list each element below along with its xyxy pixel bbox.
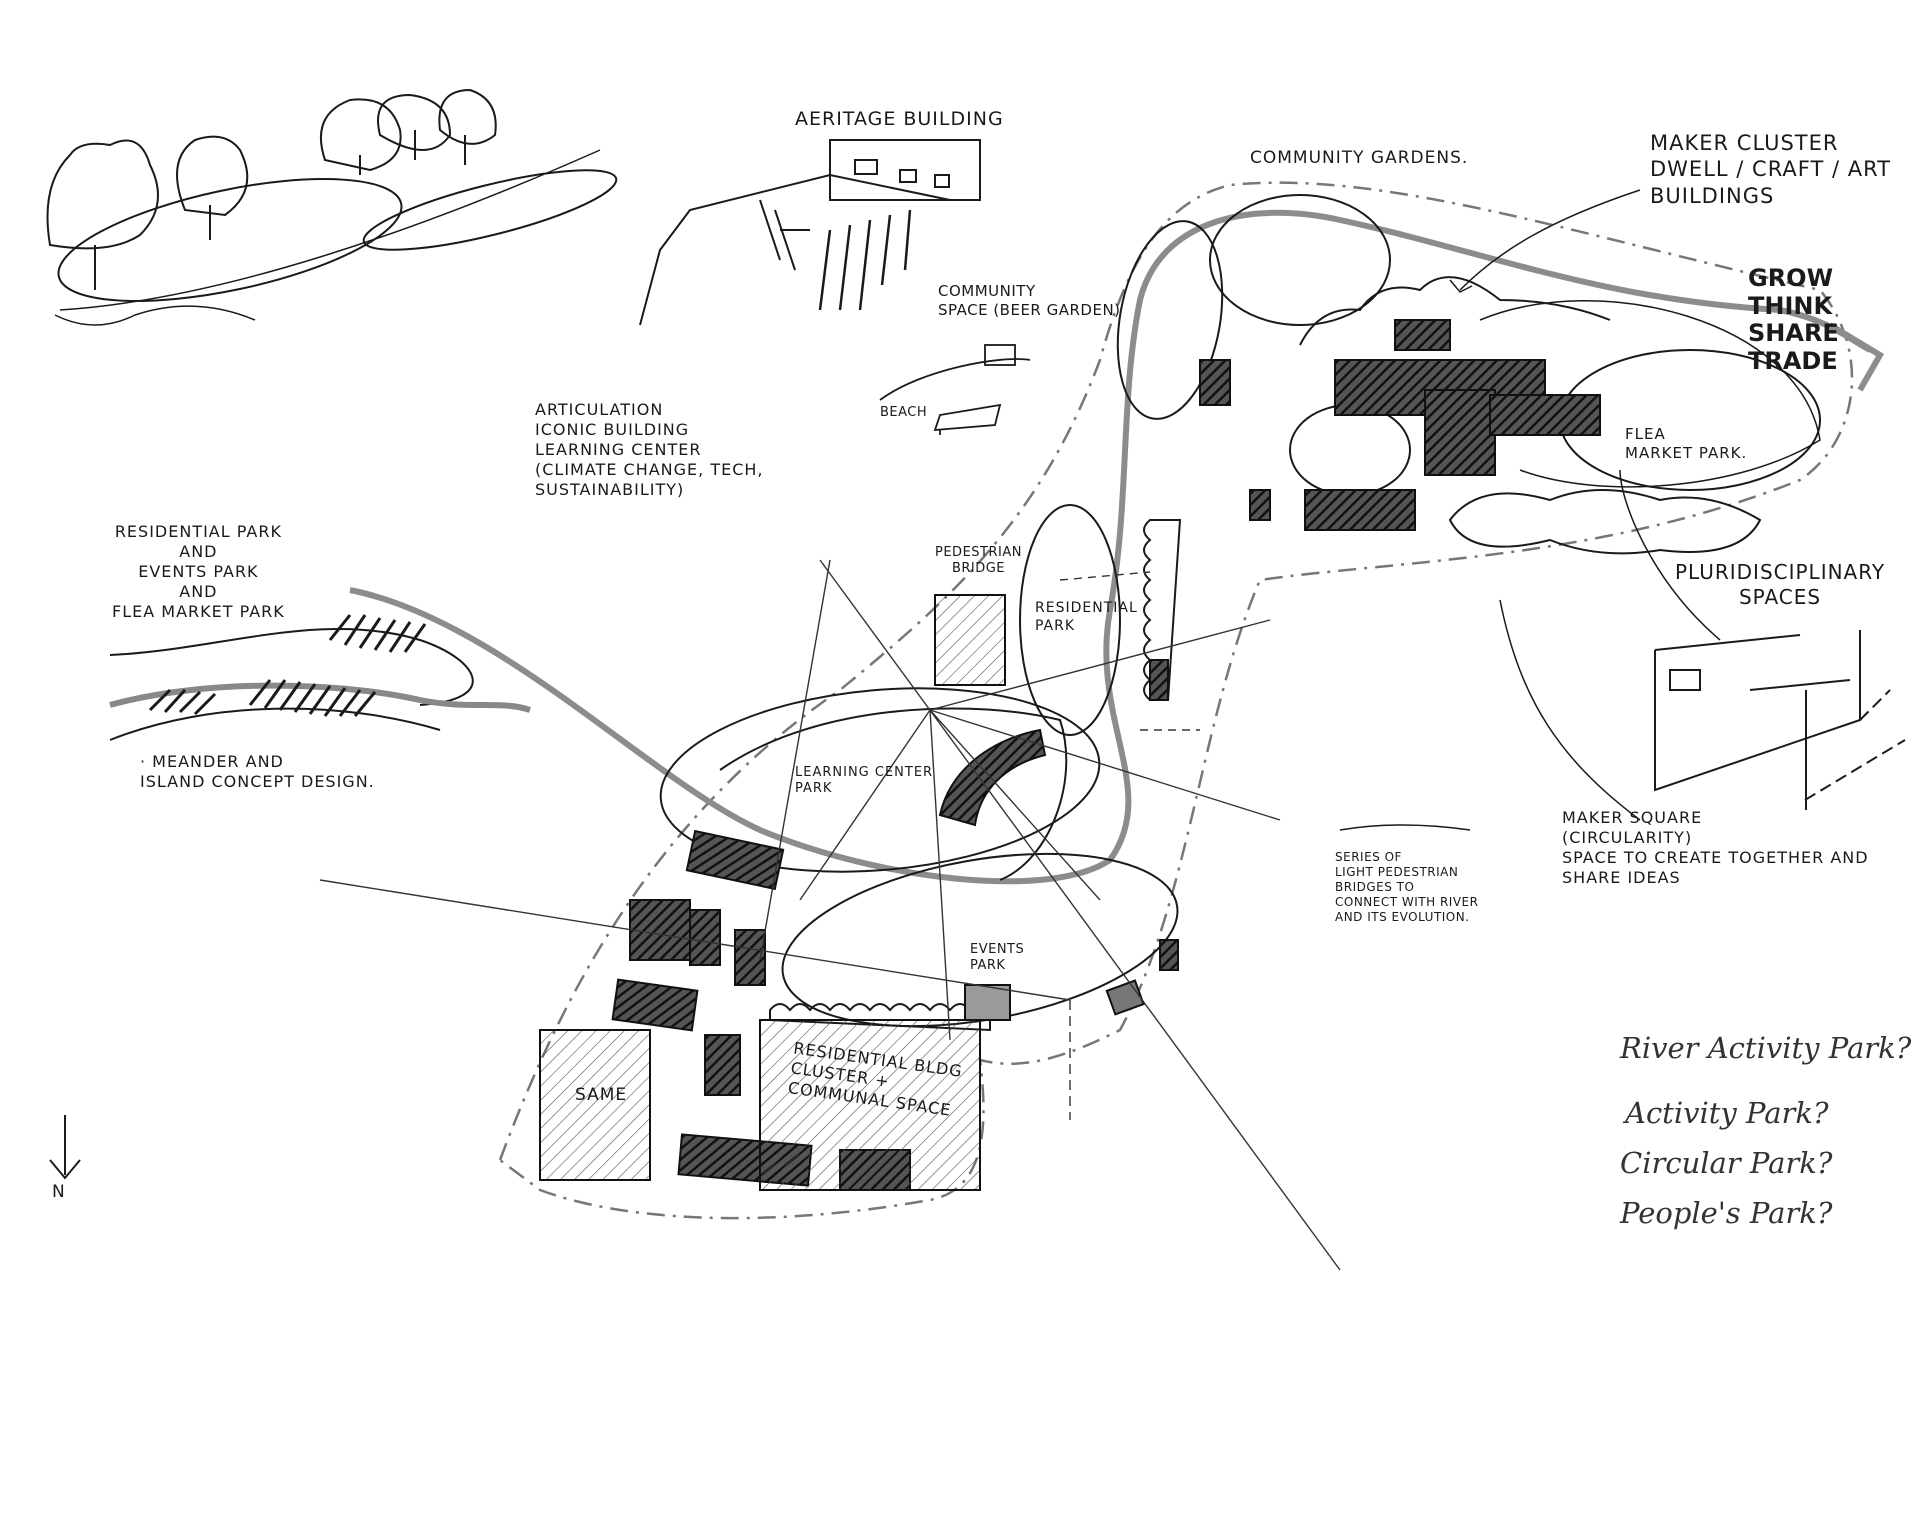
series-bridges-label: Series of Light Pedestrian Bridges to Co… <box>1335 850 1479 924</box>
small-block-2 <box>1249 489 1271 521</box>
pluridisciplinary-label: Pluridisciplinary Spaces <box>1675 560 1886 609</box>
maker-cluster-label: Maker Cluster Dwell / Craft / Art Buildi… <box>1650 131 1892 208</box>
same-block <box>539 1029 651 1181</box>
heritage-building-sketch <box>639 139 981 326</box>
north-label: N <box>52 1182 66 1202</box>
residential-park-building <box>934 594 1006 686</box>
tree-rows <box>769 276 1762 1032</box>
learning-center-park-area <box>659 687 1101 873</box>
residential-park-area <box>1019 504 1121 736</box>
articulation-label: Articulation Iconic Building Learning Ce… <box>535 400 764 499</box>
community-gardens-area <box>1209 194 1391 326</box>
community-gardens-label: Community Gardens. <box>1250 148 1469 168</box>
river-activity-park-label: River Activity Park? <box>1620 1031 1912 1065</box>
residential-building-3 <box>689 909 721 966</box>
north-arrow <box>49 1115 81 1180</box>
activity-park-label: Activity Park? <box>1625 1096 1829 1130</box>
beach-label: Beach <box>880 405 928 420</box>
small-block-3 <box>1149 659 1169 701</box>
small-block-4 <box>1159 939 1179 971</box>
residential-cluster-block <box>759 1019 981 1191</box>
community-space-area <box>1116 220 1224 420</box>
residential-building-1 <box>685 829 785 891</box>
events-kiosk <box>964 984 1011 1021</box>
maker-cluster-pointer <box>1449 189 1721 821</box>
maker-block-2 <box>1424 389 1496 476</box>
maker-square-label: Maker Square (Circularity) Space to Crea… <box>1562 808 1869 887</box>
heritage-building-label: Aeritage Building <box>795 108 1004 130</box>
community-space-label: Community Space (Beer Garden) <box>938 282 1121 319</box>
maker-block-5 <box>1394 319 1451 351</box>
learning-center-building <box>938 728 1047 827</box>
peoples-park-label: People's Park? <box>1620 1196 1833 1230</box>
site-boundary <box>498 181 1854 1220</box>
residential-building-2 <box>629 899 691 961</box>
beach-sketch <box>879 344 1031 435</box>
events-kiosk-2 <box>1105 979 1145 1016</box>
river <box>349 209 1885 885</box>
meander-label: · Meander and Island Concept Design. <box>140 752 375 791</box>
maker-area <box>1289 404 1411 496</box>
residential-building-5 <box>611 978 699 1032</box>
river-profile-icon <box>1339 824 1471 831</box>
landscape-sketch <box>46 88 618 326</box>
learning-center-park-label: Learning Center Park <box>795 765 934 797</box>
buildings <box>539 319 1601 1191</box>
meander-sketch <box>109 614 531 741</box>
pluridisciplinary-sketch <box>1654 630 1906 810</box>
maker-block-4 <box>1304 489 1416 531</box>
residential-park-label: Residential Park <box>1035 600 1138 634</box>
grow-think-share-trade-label: Grow Think Share Trade <box>1748 264 1839 375</box>
maker-block-3 <box>1489 394 1601 436</box>
residential-building-6 <box>704 1034 741 1096</box>
events-park-label: Events Park <box>970 942 1025 974</box>
same-label: Same <box>575 1085 628 1105</box>
pedestrian-bridge-label: Pedestrian Bridge <box>935 545 1022 577</box>
residential-events-flea-label: Residential Park and Events Park and Fle… <box>112 522 285 621</box>
parks <box>659 194 1821 1028</box>
circular-park-label: Circular Park? <box>1620 1146 1833 1180</box>
flea-market-park-label: Flea Market Park. <box>1625 425 1748 462</box>
small-block-1 <box>1199 359 1231 406</box>
site-axes <box>319 559 1341 1271</box>
